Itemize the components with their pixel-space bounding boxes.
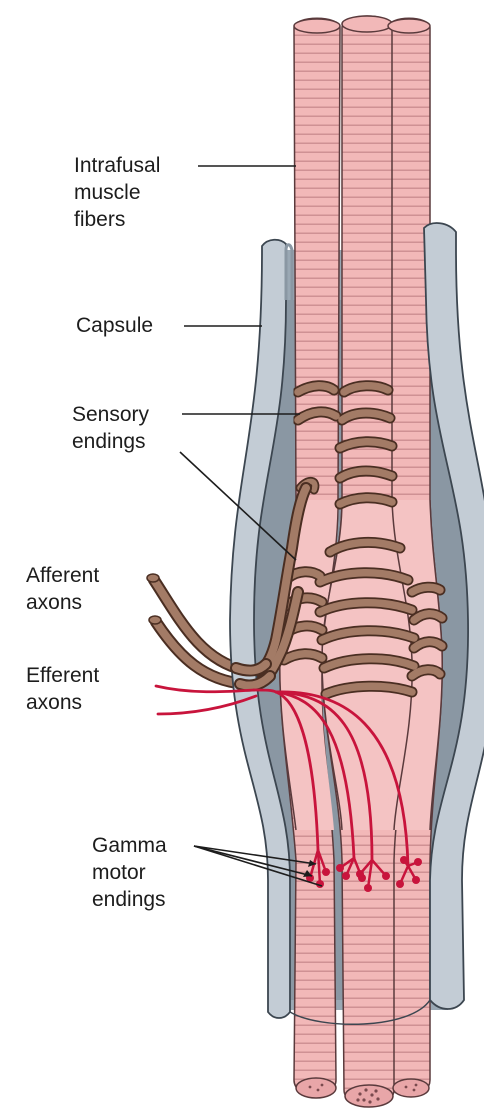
capsule-label: Capsule xyxy=(76,312,153,339)
intrafusal-muscle-fibers-label: Intrafusal muscle fibers xyxy=(74,152,160,233)
axon-entry xyxy=(236,664,270,686)
intrafusal-fibers xyxy=(280,16,442,1107)
efferent-axons-label: Efferent axons xyxy=(26,662,99,716)
afferent-axons-label: Afferent axons xyxy=(26,562,99,616)
gamma-motor-endings-label: Gamma motor endings xyxy=(92,832,167,913)
fiber-top-caps xyxy=(294,16,430,33)
sensory-endings-label: Sensory endings xyxy=(72,401,149,455)
